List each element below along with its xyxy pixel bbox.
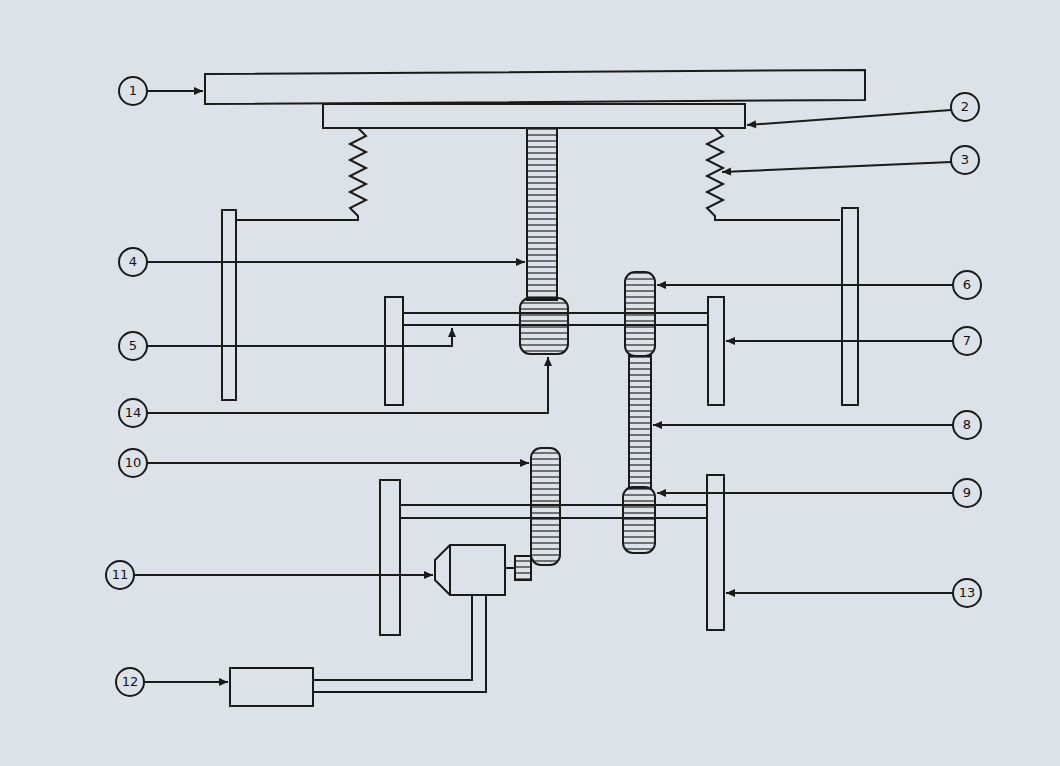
arrow-head — [544, 357, 552, 366]
leader-line — [147, 462, 529, 464]
callout-circle — [953, 271, 981, 299]
callout-circle — [953, 479, 981, 507]
leader-line — [144, 681, 228, 683]
callout-number: 9 — [953, 482, 981, 504]
callout-number: 13 — [953, 582, 981, 604]
callout-circle — [119, 248, 147, 276]
leader-line — [722, 162, 951, 172]
leader-line — [134, 574, 433, 576]
callout-circle — [119, 399, 147, 427]
leader-line — [147, 357, 548, 413]
callout-number: 3 — [951, 149, 979, 171]
callout-number: 5 — [119, 335, 147, 357]
arrow-head — [657, 281, 666, 289]
leader-line — [657, 492, 953, 494]
callout-number: 7 — [953, 330, 981, 352]
leader-line — [747, 110, 951, 125]
arrow-head — [657, 489, 666, 497]
callout-circle — [106, 561, 134, 589]
arrow-head — [516, 258, 525, 266]
arrow-head — [194, 87, 203, 95]
callout-number: 8 — [953, 414, 981, 436]
callout-circle — [953, 327, 981, 355]
callout-circle — [116, 668, 144, 696]
callout-number: 2 — [951, 96, 979, 118]
leader-line — [726, 592, 953, 594]
arrow-head — [726, 589, 735, 597]
leader-line — [726, 340, 953, 342]
callout-circle — [951, 146, 979, 174]
arrow-head — [448, 328, 456, 337]
arrow-head — [424, 571, 433, 579]
callout-number: 6 — [953, 274, 981, 296]
callout-circle — [953, 579, 981, 607]
arrow-head — [726, 337, 735, 345]
arrow-head — [722, 168, 731, 176]
leader-line — [147, 328, 452, 346]
callout-number: 1 — [119, 80, 147, 102]
arrow-head — [653, 421, 662, 429]
callout-circle — [953, 411, 981, 439]
callout-number: 4 — [119, 251, 147, 273]
callout-number: 10 — [119, 452, 147, 474]
arrow-head — [520, 459, 529, 467]
callout-number: 14 — [119, 402, 147, 424]
callout-circle — [119, 77, 147, 105]
callout-circle — [119, 449, 147, 477]
leader-line — [147, 261, 525, 263]
arrow-head — [747, 120, 756, 128]
leader-line — [657, 284, 953, 286]
callout-circle — [951, 93, 979, 121]
callout-number: 11 — [106, 564, 134, 586]
leader-line — [653, 424, 953, 426]
arrow-head — [219, 678, 228, 686]
callout-number: 12 — [116, 671, 144, 693]
callout-circle — [119, 332, 147, 360]
